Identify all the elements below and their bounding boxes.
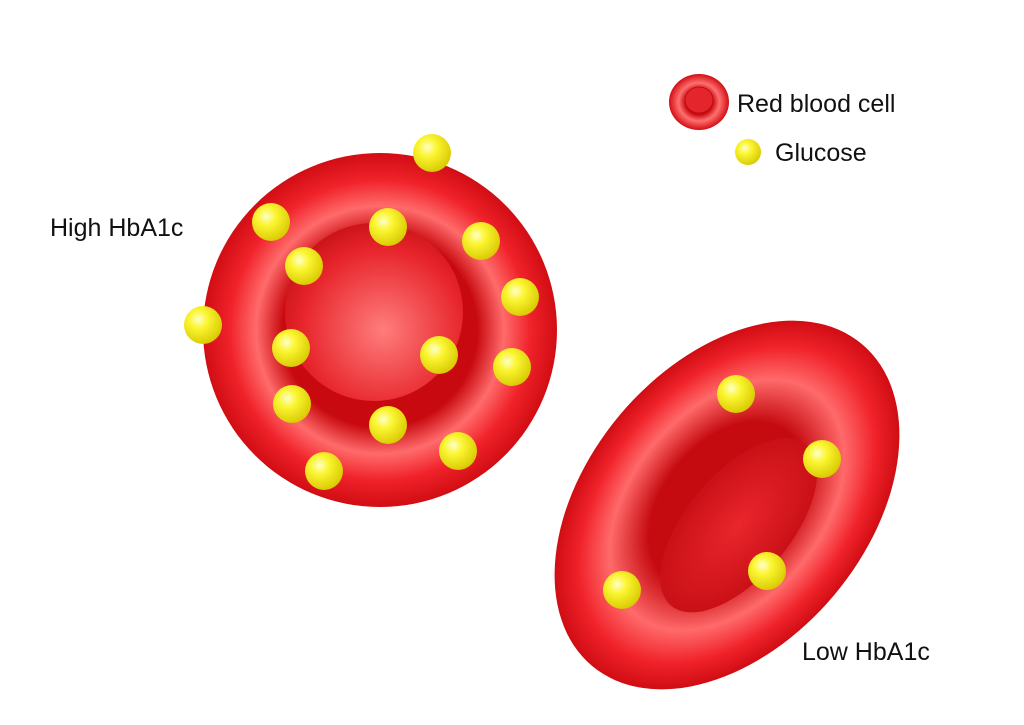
glucose-molecule (273, 385, 311, 423)
glucose-molecule (369, 406, 407, 444)
glucose-molecule (603, 571, 641, 609)
high-hba1c-label: High HbA1c (50, 214, 184, 242)
glucose-molecule (184, 306, 222, 344)
glucose-molecule (285, 247, 323, 285)
glucose-molecule (439, 432, 477, 470)
legend-red-blood-cell-label: Red blood cell (737, 90, 896, 118)
glucose-molecule (305, 452, 343, 490)
glucose-molecule (748, 552, 786, 590)
glucose-molecule (252, 203, 290, 241)
glucose-molecule (462, 222, 500, 260)
legend-red-blood-cell-icon (669, 74, 729, 130)
glucose-molecule (803, 440, 841, 478)
low-hba1c-cell (554, 320, 900, 690)
glucose-molecule (420, 336, 458, 374)
glucose-molecule (501, 278, 539, 316)
legend-glucose-label: Glucose (775, 139, 867, 167)
glucose-molecule (413, 134, 451, 172)
glucose-molecule (493, 348, 531, 386)
high-hba1c-cell (203, 153, 557, 507)
high-cell-pit (285, 223, 463, 401)
high-cell-glucose-group (184, 134, 539, 490)
glucose-molecule (717, 375, 755, 413)
low-hba1c-label: Low HbA1c (802, 638, 930, 666)
legend-glucose-icon (735, 139, 761, 165)
glucose-molecule (369, 208, 407, 246)
low-cell-pit (660, 438, 818, 613)
glucose-molecule (272, 329, 310, 367)
low-cell-glucose-group (603, 375, 841, 609)
